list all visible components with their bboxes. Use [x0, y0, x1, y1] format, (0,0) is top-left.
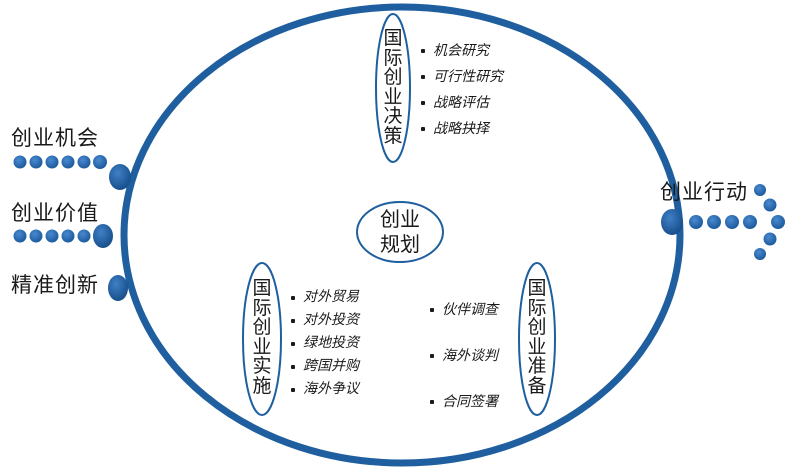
arrow-head — [93, 224, 113, 248]
list-item: 合同签署 — [430, 379, 498, 425]
title-char: 国 — [383, 27, 403, 49]
arrow-dot — [29, 229, 43, 243]
title-char: 业 — [383, 85, 403, 108]
arrow-dot — [61, 155, 75, 169]
input-arrow-2 — [13, 224, 113, 248]
arrow-dot — [45, 155, 59, 169]
arrow-head — [108, 275, 128, 301]
center-label: 创业 规划 — [364, 207, 436, 257]
preparation-list: 伙伴调查 海外谈判 合同签署 — [430, 287, 498, 425]
center-label-line-2: 规划 — [380, 232, 420, 256]
arrow-dot — [754, 184, 766, 196]
title-char: 业 — [252, 335, 272, 358]
main-ring — [120, 3, 684, 467]
list-item: 机会研究 — [421, 38, 503, 64]
center-ellipse — [356, 201, 444, 263]
arrow-dot — [93, 155, 107, 169]
implementation-title: 国 际 创 业 实 施 — [247, 277, 277, 397]
arrow-dot — [763, 232, 777, 246]
list-item: 伙伴调查 — [430, 287, 498, 333]
title-char: 国 — [527, 277, 547, 299]
arrow-tail — [661, 209, 683, 235]
title-char: 创 — [252, 316, 272, 338]
arrow-dot — [743, 215, 757, 229]
decision-title-ellipse — [375, 13, 411, 163]
title-char: 施 — [252, 374, 272, 397]
preparation-title: 国 际 创 业 准 备 — [522, 277, 552, 397]
list-item: 海外争议 — [291, 378, 359, 401]
implementation-list: 对外贸易 对外投资 绿地投资 跨国并购 海外争议 — [291, 286, 359, 401]
arrow-dot — [77, 155, 91, 169]
preparation-title-ellipse — [518, 262, 556, 416]
title-char: 际 — [527, 296, 547, 319]
list-item: 战略抉择 — [421, 116, 503, 142]
list-item: 对外贸易 — [291, 286, 359, 309]
title-char: 创 — [383, 66, 403, 88]
arrow-dot — [725, 215, 739, 229]
list-item: 海外谈判 — [430, 333, 498, 379]
output-label: 创业行动 — [660, 180, 748, 204]
arrow-head — [109, 164, 131, 190]
input-label-innovation: 精准创新 — [11, 273, 99, 297]
title-char: 备 — [527, 374, 547, 397]
arrow-dot — [13, 155, 27, 169]
arrow-dot — [689, 215, 703, 229]
decision-list: 机会研究 可行性研究 战略评估 战略抉择 — [421, 38, 503, 142]
arrow-dot — [77, 229, 91, 243]
list-item: 可行性研究 — [421, 64, 503, 90]
decision-title: 国 际 创 业 决 策 — [378, 27, 408, 147]
list-item: 战略评估 — [421, 90, 503, 116]
arrow-dot — [707, 215, 721, 229]
output-arrow — [661, 184, 785, 260]
input-arrow-3 — [108, 275, 128, 301]
title-char: 际 — [252, 296, 272, 319]
list-item: 绿地投资 — [291, 332, 359, 355]
center-label-line-1: 创业 — [380, 207, 420, 231]
title-char: 业 — [527, 335, 547, 358]
arrow-dot — [13, 229, 27, 243]
list-item: 对外投资 — [291, 309, 359, 332]
title-char: 国 — [252, 277, 272, 299]
input-label-value: 创业价值 — [11, 201, 99, 225]
title-char: 决 — [383, 105, 403, 127]
arrow-dot — [754, 248, 766, 260]
title-char: 际 — [383, 46, 403, 69]
arrow-dot — [763, 198, 777, 212]
title-char: 策 — [383, 124, 403, 147]
title-char: 创 — [527, 316, 547, 338]
arrow-dot — [29, 155, 43, 169]
arrow-dot — [61, 229, 75, 243]
implementation-title-ellipse — [242, 262, 282, 416]
arrow-dot — [45, 229, 59, 243]
list-item: 跨国并购 — [291, 355, 359, 378]
input-label-opportunity: 创业机会 — [11, 126, 99, 150]
arrow-dot — [771, 215, 785, 229]
input-arrow-1 — [13, 155, 131, 190]
title-char: 准 — [527, 355, 547, 377]
title-char: 实 — [252, 355, 272, 377]
